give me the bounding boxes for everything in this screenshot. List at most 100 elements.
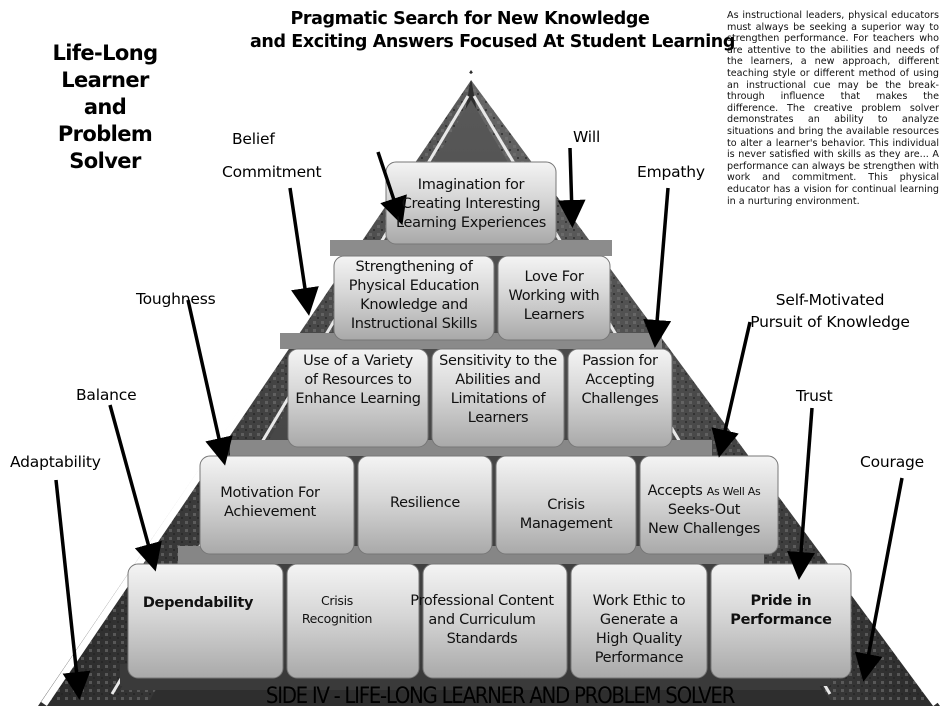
block-line: Professional Content (410, 593, 554, 609)
block-line: Physical Education (348, 278, 480, 294)
bottom-title: SIDE IV - LIFE-LONG LEARNER AND PROBLEM … (265, 684, 735, 709)
block-line: Achievement (224, 504, 316, 520)
arrow-empathy (643, 187, 672, 348)
trait-empathy: Empathy (637, 163, 705, 181)
block-line: Learners (523, 307, 585, 323)
block-line: and Curriculum (428, 612, 536, 628)
block-line: Passion for (582, 353, 658, 369)
arrow-belief (376, 151, 407, 226)
arrow-toughness (186, 299, 233, 466)
block-line-accepts: Accepts (647, 483, 703, 499)
block-variety-of-resources: Use of a Variety of Resources to Enhance… (286, 352, 430, 409)
block-line-as-well-as: As Well As (706, 485, 761, 498)
block-line: Creating Interesting (401, 196, 541, 212)
block-r2-1 (333, 255, 495, 341)
block-line: Motivation For (220, 485, 320, 501)
block-line: Love For (524, 269, 584, 285)
block-r4-2 (357, 455, 493, 555)
main-title: Pragmatic Search for New Knowledge and E… (250, 8, 735, 54)
block-line: New Challenges (647, 521, 761, 537)
arrow-balance (108, 404, 162, 572)
description-paragraph: As instructional leaders, physical educa… (727, 10, 939, 207)
block-line: Performance (594, 650, 684, 666)
block-crisis-recognition: Crisis Recognition (287, 592, 387, 628)
block-motivation: Motivation For Achievement (200, 484, 340, 522)
trait-adaptability: Adaptability (10, 453, 101, 471)
block-line: Strengthening of (355, 259, 473, 275)
block-r4-1 (199, 455, 355, 555)
side-title: Life-Long Learner and Problem Solver (20, 40, 190, 175)
block-love-for-working: Love For Working with Learners (498, 268, 610, 325)
block-line: Crisis (320, 593, 354, 608)
block-sensitivity: Sensitivity to the Abilities and Limitat… (432, 352, 564, 428)
block-line: Crisis (547, 497, 585, 513)
block-professional-content: Professional Content and Curriculum Stan… (404, 592, 560, 649)
main-title-line1: Pragmatic Search for New Knowledge (290, 9, 650, 29)
block-line: Instructional Skills (350, 316, 478, 332)
block-accepts-challenges: Accepts As Well As Seeks-Out New Challen… (634, 482, 774, 539)
block-line: Enhance Learning (295, 391, 421, 407)
block-line: Dependability (142, 595, 254, 611)
block-crisis-management: Crisis Management (496, 496, 636, 534)
trait-self-motivated-line1: Self-Motivated (775, 291, 885, 309)
block-r4-3 (495, 455, 637, 555)
block-r5-3 (422, 563, 568, 679)
block-resilience: Resilience (358, 494, 492, 513)
block-r3-3 (567, 348, 673, 448)
block-r5-4 (570, 563, 708, 679)
block-line: Use of a Variety (303, 353, 413, 369)
block-line: High Quality (595, 631, 683, 647)
block-dependability: Dependability (128, 594, 268, 613)
block-passion: Passion for Accepting Challenges (568, 352, 672, 409)
block-strengthening: Strengthening of Physical Education Know… (334, 258, 494, 334)
block-r5-1 (127, 563, 284, 679)
arrow-self-motivated (711, 321, 752, 458)
block-r3-1 (287, 348, 429, 448)
trait-toughness: Toughness (136, 290, 216, 308)
arrow-courage (854, 477, 904, 682)
block-line: Performance (730, 612, 832, 628)
block-line: Sensitivity to the (439, 353, 557, 369)
trait-trust: Trust (796, 387, 833, 405)
main-title-line2: and Exciting Answers Focused At Student … (250, 32, 735, 52)
block-line: Generate a (599, 612, 679, 628)
block-r4-4 (639, 455, 779, 555)
side-title-line1: Life-Long Learner (52, 41, 158, 92)
trait-belief: Belief (232, 130, 275, 148)
block-r5-5 (710, 563, 852, 679)
block-line: Seeks-Out (667, 502, 741, 518)
arrow-will (557, 147, 586, 228)
block-line: Resilience (390, 495, 460, 511)
block-line: Working with (508, 288, 600, 304)
block-line: Learning Experiences (396, 215, 546, 231)
trait-courage: Courage (860, 453, 924, 471)
block-r3-2 (431, 348, 565, 448)
side-title-line2: and (83, 95, 127, 119)
arrow-commitment (288, 187, 319, 316)
block-line: of Resources to (304, 372, 412, 388)
trait-will: Will (573, 128, 601, 146)
block-line: Accepts As Well As (634, 482, 774, 501)
trait-arrows (54, 147, 904, 700)
trait-balance: Balance (76, 386, 137, 404)
block-line: Limitations of (450, 391, 546, 407)
block-line: Recognition (301, 611, 373, 626)
block-work-ethic: Work Ethic to Generate a High Quality Pe… (571, 592, 707, 668)
block-line: Work Ethic to (592, 593, 686, 609)
block-line: Challenges (581, 391, 659, 407)
block-line: Knowledge and (360, 297, 468, 313)
trait-self-motivated: Self-Motivated Pursuit of Knowledge (740, 291, 920, 331)
arrow-adaptability (54, 479, 91, 700)
block-line: Learners (467, 410, 529, 426)
block-pride: Pride in Performance (711, 592, 851, 630)
block-line: Standards (446, 631, 518, 647)
trait-self-motivated-line2: Pursuit of Knowledge (750, 313, 910, 331)
block-line: Pride in (750, 593, 812, 609)
block-imagination: Imagination for Creating Interesting Lea… (386, 176, 556, 233)
block-r5-2 (286, 563, 420, 679)
side-title-line3: Problem Solver (57, 122, 153, 173)
trait-commitment: Commitment (222, 163, 322, 181)
block-r2-2 (497, 255, 611, 341)
